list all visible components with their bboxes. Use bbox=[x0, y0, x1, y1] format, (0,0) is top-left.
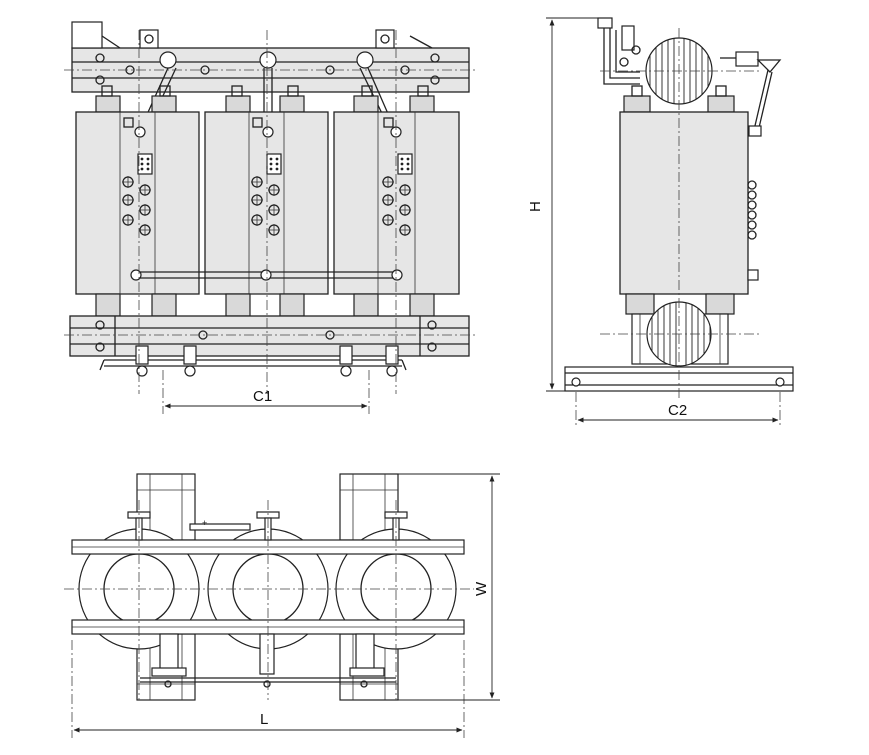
coil-phase-a bbox=[75, 111, 200, 295]
coil-phase-b bbox=[204, 111, 329, 295]
bottom-clamp-beam bbox=[69, 315, 470, 357]
dimension-label-c1: C1 bbox=[253, 388, 272, 405]
dimension-label-c2: C2 bbox=[668, 402, 687, 419]
side-coil-body bbox=[619, 111, 749, 295]
tap-board bbox=[137, 153, 413, 175]
side-view: H C2 bbox=[527, 17, 794, 428]
top-view: + W L bbox=[64, 473, 500, 738]
dimension-label-w: W bbox=[473, 581, 490, 596]
front-view: C1 bbox=[64, 21, 476, 414]
dimension-label-h: H bbox=[527, 201, 544, 212]
lifting-lug-left bbox=[71, 21, 103, 49]
coil-phase-c bbox=[333, 111, 460, 295]
dimension-label-l: L bbox=[260, 711, 268, 728]
svg-text:+: + bbox=[202, 518, 207, 528]
